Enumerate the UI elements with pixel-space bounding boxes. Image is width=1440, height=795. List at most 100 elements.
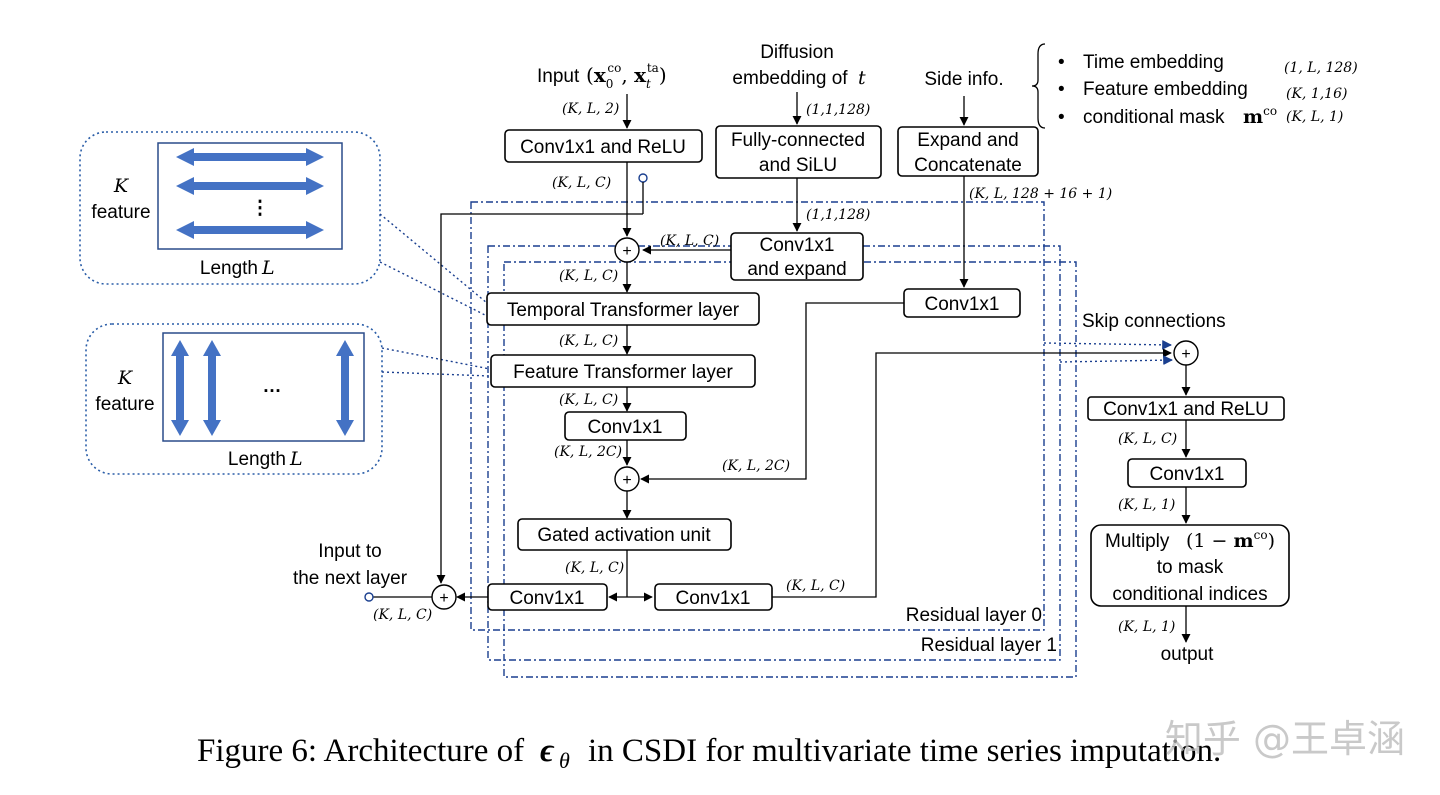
conv-relu-top-label: Conv1x1 and ReLU [520, 137, 686, 158]
shape-kl2c-b: (K, L, 2C) [722, 458, 790, 474]
expand-concat-line2: Concatenate [914, 155, 1022, 176]
feature-attention-panel [162, 332, 365, 442]
shape-klc-a: (K, L, C) [559, 268, 618, 284]
shape-kl1-b: (K, L, 1) [1118, 619, 1175, 635]
side-info-mask: conditional mask [1083, 107, 1225, 128]
vertical-arrow-icons [171, 340, 354, 436]
svg-text:(x0co, xtta): (x0co, xtta) [586, 61, 667, 91]
residual-bypass-line [436, 213, 643, 584]
conv-expand-line1: Conv1x1 [760, 235, 835, 256]
multiply-line3: conditional indices [1112, 584, 1267, 605]
diffusion-var-t: t [858, 67, 866, 89]
shape-klc-b: (K, L, C) [559, 333, 618, 349]
shape-klc-diff: (K, L, C) [660, 233, 719, 249]
conv-expand-box [730, 232, 864, 281]
horizontal-ellipsis: … [263, 376, 282, 397]
fully-connected-box [715, 125, 882, 179]
feature-transformer-label: Feature Transformer layer [513, 362, 733, 383]
next-layer-tap [364, 592, 374, 602]
svg-text:in CSDI for multivariate time: in CSDI for multivariate time series imp… [588, 733, 1221, 769]
next-layer-line2: the next layer [293, 568, 408, 589]
shape-11128-b: (1,1,128) [806, 207, 870, 223]
conv-side-label: Conv1x1 [925, 294, 1000, 315]
output-label: output [1161, 644, 1215, 665]
inset1-k: K [113, 175, 130, 197]
conv-left-label: Conv1x1 [510, 588, 585, 609]
conv-mid-box [564, 411, 687, 441]
side-info-feature: Feature embedding [1083, 79, 1248, 100]
side-info-brace [1031, 43, 1046, 129]
out-conv-box [1127, 458, 1247, 488]
svg-text:θ: θ [559, 748, 570, 773]
temporal-transformer-label: Temporal Transformer layer [507, 300, 740, 321]
feature-inset-connector-bottom [381, 371, 491, 377]
skip-add-plus: + [1181, 346, 1190, 363]
svg-text:ϵ: ϵ [540, 733, 555, 769]
skip-connections-label: Skip connections [1082, 311, 1226, 332]
add-node-3-plus: + [439, 590, 448, 607]
shape-kl1-a: (K, L, 1) [1118, 497, 1175, 513]
side-to-add2-line [640, 302, 904, 484]
bullet-3: • [1058, 107, 1065, 128]
out-conv-relu-label: Conv1x1 and ReLU [1103, 399, 1269, 420]
shape-klc-out: (K, L, C) [1118, 431, 1177, 447]
svg-text:Figure 6: Architecture of: Figure 6: Architecture of [197, 733, 524, 769]
inset1-length: Length [200, 258, 258, 279]
side-info-time-shape: (1, L, 128) [1284, 60, 1358, 76]
mask-symbol: mco [1243, 104, 1277, 128]
inset1-feature: feature [91, 202, 150, 223]
residual-layer-0-frame [470, 201, 1045, 631]
gated-activation-label: Gated activation unit [537, 525, 711, 546]
shape-klc-top: (K, L, C) [552, 175, 611, 191]
watermark: 知乎 @王卓涵 [1165, 717, 1405, 761]
residual-layer-0-label: Residual layer 0 [906, 605, 1042, 626]
horizontal-arrow-icons [176, 148, 324, 239]
vertical-ellipsis: ⋮ [251, 198, 270, 219]
diffusion-label-line2: embedding of [732, 68, 848, 89]
gated-activation-box [517, 518, 732, 551]
side-info-mask-shape: (K, L, 1) [1286, 109, 1343, 125]
add-node-2-plus: + [622, 472, 631, 489]
conv-expand-line2: and expand [747, 259, 846, 280]
fully-connected-line1: Fully-connected [731, 130, 865, 151]
conv-relu-top-box [504, 129, 703, 163]
shape-side-cat: (K, L, 128 + 16 + 1) [969, 186, 1112, 202]
skip-dotted-2 [1059, 355, 1173, 366]
bullet-2: • [1058, 79, 1065, 100]
next-layer-line1: Input to [318, 541, 381, 562]
diffusion-label-line1: Diffusion [760, 42, 834, 63]
shape-11128-a: (1,1,128) [806, 102, 870, 118]
conv-mid-label: Conv1x1 [588, 417, 663, 438]
conv-right-label: Conv1x1 [676, 588, 751, 609]
expand-concat-line1: Expand and [917, 130, 1018, 151]
inset1-length-var: L [261, 257, 275, 279]
side-info-time: Time embedding [1083, 52, 1224, 73]
feature-inset-connector-top [381, 347, 491, 370]
side-info-feature-shape: (K, 1,16) [1286, 86, 1347, 102]
figure-caption: Figure 6: Architecture of ϵ θ in CSDI fo… [197, 733, 1221, 773]
expand-concat-box [897, 126, 1039, 177]
residual-layer-1-label: Residual layer 1 [921, 635, 1057, 656]
temporal-inset-connector-top [379, 213, 488, 304]
skip-dotted-1 [1043, 339, 1172, 350]
multiply-line1: Multiply [1105, 531, 1170, 552]
skip-main-line [772, 348, 1172, 598]
fully-connected-line2: and SiLU [759, 155, 837, 176]
tap-circle-top [638, 173, 648, 183]
shape-klc-skip: (K, L, C) [786, 578, 845, 594]
inset2-k: K [117, 367, 134, 389]
inset2-length-var: L [289, 448, 303, 470]
svg-text:Input: Input [537, 66, 580, 87]
multiply-line2: to mask [1157, 557, 1224, 578]
input-label: Input (x0co, xtta) [537, 61, 667, 91]
inset2-length: Length [228, 449, 286, 470]
add-node-1-plus: + [622, 243, 631, 260]
multiply-box [1090, 524, 1290, 607]
feature-transformer-box [490, 354, 756, 388]
shape-klc-d: (K, L, C) [565, 560, 624, 576]
out-conv-label: Conv1x1 [1150, 464, 1225, 485]
inset2-feature: feature [95, 394, 154, 415]
bullet-1: • [1058, 52, 1065, 73]
shape-klc-c: (K, L, C) [559, 392, 618, 408]
temporal-transformer-box [486, 292, 760, 326]
